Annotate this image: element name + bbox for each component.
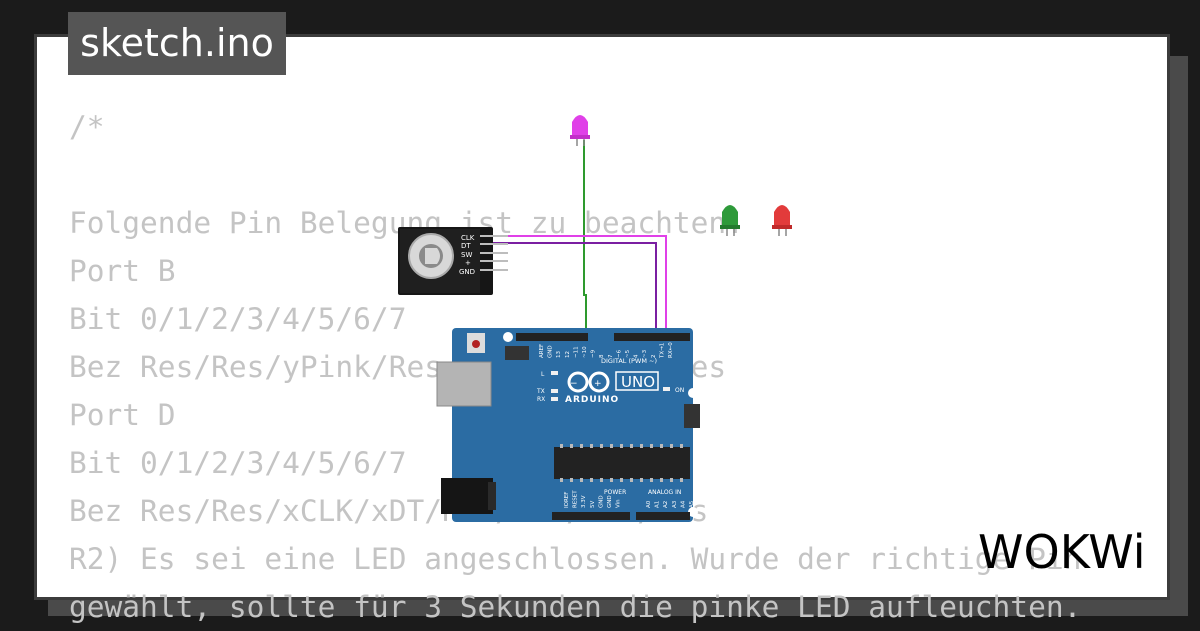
on-label: ON (675, 387, 684, 394)
pin-label: A3 (672, 500, 678, 508)
code-line: R2) Es sei eine LED angeschlossen. Wurde… (69, 542, 1082, 576)
tx-label: TX (536, 388, 545, 395)
digital-header-label: DIGITAL (PWM ~) (601, 357, 657, 365)
pin-label: A0 (646, 500, 652, 508)
wire-green (583, 140, 587, 336)
pin-label: 7 (608, 354, 614, 358)
encoder-pin-label: + (465, 259, 471, 267)
pin-label: 13 (556, 351, 562, 358)
pin-label: 8 (599, 354, 605, 358)
svg-text:+: + (594, 379, 602, 389)
wire-pink (493, 235, 667, 336)
code-line: Port D (69, 398, 176, 432)
code-line: Folgende Pin Belegung ist zu beachten: (69, 206, 744, 240)
led-red[interactable] (772, 205, 792, 236)
pin-label: GND (598, 495, 604, 508)
board-model-label: UNO (621, 373, 655, 391)
wire-purple (493, 242, 657, 336)
pin-label: ~9 (591, 349, 597, 358)
pin-label: RESET (573, 490, 579, 508)
board-brand-label: ARDUINO (565, 395, 619, 405)
svg-text:−: − (570, 379, 578, 389)
file-title-tab[interactable]: sketch.ino (68, 12, 286, 75)
pin-label: A4 (680, 500, 686, 508)
code-line: Port B (69, 254, 176, 288)
code-line: /* (69, 110, 105, 144)
wokwi-logo-text: WOKWi (978, 525, 1145, 579)
wokwi-logo: WOKWi (978, 525, 1145, 579)
pin-label: IOREF (564, 492, 570, 508)
pin-label: 3.3V (581, 495, 587, 508)
pin-label: 12 (565, 351, 571, 358)
pin-label: A1 (655, 501, 661, 508)
encoder-pin-label: CLK (461, 234, 475, 242)
code-line: Bit 0/1/2/3/4/5/6/7 (69, 446, 407, 480)
rx-label: RX (537, 396, 545, 403)
code-line: gewählt, sollte für 3 Sekunden die pinke… (69, 590, 1082, 624)
led-green[interactable] (720, 205, 740, 236)
led-pink[interactable] (570, 115, 590, 146)
pin-label: 5V (590, 501, 596, 508)
pin-label: TX→1 (659, 343, 665, 359)
pin-label: ~10 (582, 346, 588, 358)
pin-label: GND (548, 345, 554, 358)
pin-label: 4 (634, 354, 640, 358)
l-led-label: L (541, 371, 545, 378)
rotary-encoder[interactable]: CLK DT SW + GND (398, 227, 508, 295)
analog-header-label: ANALOG IN (648, 489, 681, 496)
pin-label: GND (607, 495, 613, 508)
arduino-logo-icon (567, 371, 610, 393)
power-header-label: POWER (604, 489, 626, 496)
pin-label: 2 (651, 355, 657, 359)
encoder-pin-label: SW (461, 251, 472, 259)
pin-label: RX←0 (668, 342, 674, 358)
encoder-pin-labels: CLK DT SW + GND (459, 234, 475, 276)
code-card: /* Folgende Pin Belegung ist zu beachten:… (34, 34, 1170, 624)
pin-label: ~3 (642, 349, 648, 358)
encoder-pin-label: DT (461, 242, 471, 250)
pin-label: ~11 (573, 346, 579, 358)
pin-label: ~5 (625, 349, 631, 358)
pin-label: AREF (539, 344, 545, 358)
pin-label: A5 (689, 500, 695, 508)
pin-label: A2 (663, 501, 669, 508)
pin-label: Vin (616, 499, 622, 508)
encoder-pin-label: GND (459, 268, 475, 276)
arduino-uno-board[interactable]: − + UNO ARDUINO DIGITAL (PWM ~) ON L TX … (436, 328, 700, 522)
code-line: Bit 0/1/2/3/4/5/6/7 (69, 302, 407, 336)
pin-label: ~6 (616, 349, 622, 358)
wires (493, 140, 667, 336)
